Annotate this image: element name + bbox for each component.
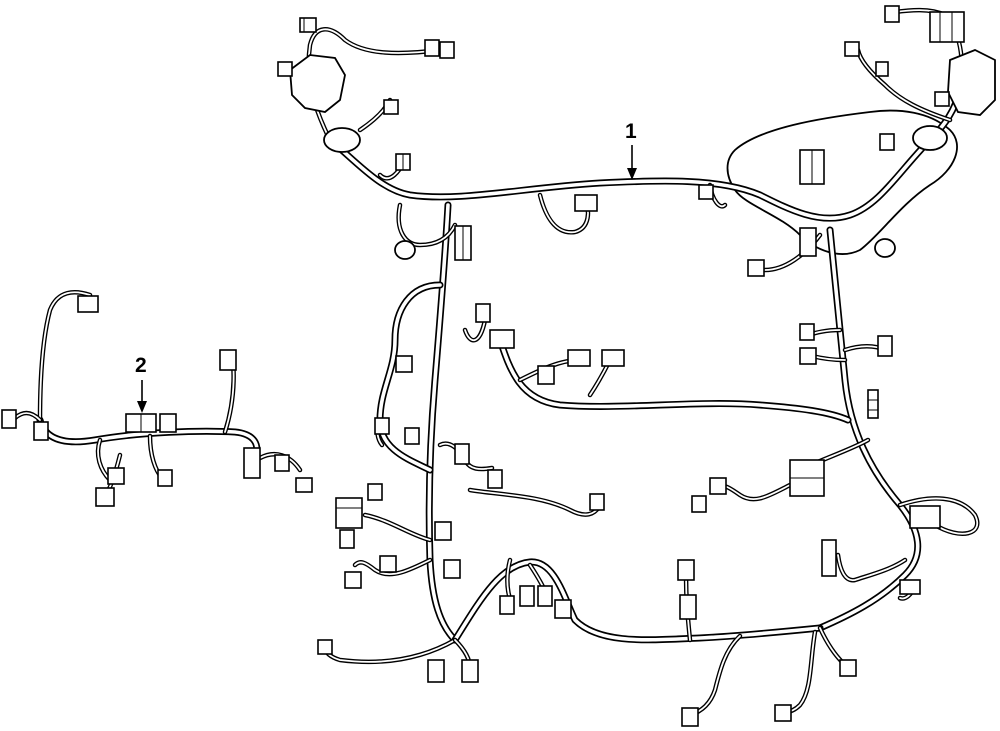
electrical-connector [499,595,515,615]
electrical-connector [427,659,445,683]
electrical-connector [677,559,695,581]
electrical-connector [691,495,707,513]
electrical-connector [395,153,411,171]
electrical-connector [875,61,889,77]
electrical-connector [434,521,452,541]
electrical-connector [125,413,157,433]
electrical-connector [929,11,965,43]
electrical-connector [475,303,491,323]
electrical-connector [344,571,362,589]
electrical-connector [601,349,625,367]
electrical-connector [439,41,455,59]
electrical-connector [299,17,317,33]
electrical-connector [681,707,699,727]
electrical-connector [537,365,555,385]
electrical-connector [243,447,261,479]
electrical-connector [574,194,598,212]
electrical-connector [335,497,363,529]
electrical-connector [383,99,399,115]
electrical-connector [899,579,921,595]
electrical-connector [159,413,177,433]
electrical-connector [461,659,479,683]
electrical-connector [277,61,293,77]
harness-junction-block [726,109,958,255]
electrical-connector [537,585,553,607]
electrical-connector [877,335,893,357]
grommet [912,125,948,151]
harness-trunk [326,86,964,644]
electrical-connector [487,469,503,489]
electrical-connector [379,555,397,573]
electrical-connector [219,349,237,371]
electrical-connector [698,184,714,200]
electrical-connector [374,417,390,435]
electrical-connector [709,477,727,495]
electrical-connector [424,39,440,57]
harness-connectors [277,5,965,727]
electrical-connector [1,409,17,429]
electrical-connector [567,349,591,367]
electrical-connector [295,477,313,493]
electrical-connector [443,559,461,579]
electrical-connector [395,355,413,373]
electrical-connector [789,459,825,497]
electrical-connector [367,483,383,501]
grommet [323,127,361,153]
electrical-connector [157,469,173,487]
electrical-connector [839,659,857,677]
electrical-connector [774,704,792,722]
callout-label: 1 [625,120,637,143]
electrical-connector [339,529,355,549]
electrical-connector [454,443,470,465]
electrical-connector [554,599,572,619]
electrical-connector [77,295,99,313]
electrical-connector [33,421,49,441]
electrical-connector [589,493,605,511]
electrical-connector [519,585,535,607]
electrical-connector [95,487,115,507]
sub-wiring-harness[interactable] [1,290,313,507]
electrical-connector [799,149,825,185]
electrical-connector [844,41,860,57]
electrical-connector [799,347,817,365]
electrical-connector [454,225,472,261]
electrical-connector [404,427,420,445]
callout-label: 2 [135,354,147,377]
callout-arrowhead [627,168,637,180]
electrical-connector [679,594,697,620]
callout-arrowhead [137,401,147,413]
callout-2: 2 [135,354,147,413]
electrical-connector [879,133,895,151]
electrical-connector [884,5,900,23]
electrical-connector [107,467,125,485]
electrical-connector [747,259,765,277]
electrical-connector [274,454,290,472]
harness-component-cluster [947,49,996,116]
electrical-connector [909,505,941,529]
harness-component-cluster [289,54,346,113]
electrical-connector [867,389,879,419]
grommet [394,240,416,260]
callout-1: 1 [625,120,637,180]
electrical-connector [821,539,837,577]
electrical-connector [799,227,817,257]
grommet [874,238,896,258]
electrical-connector [489,329,515,349]
electrical-connector [934,91,950,107]
electrical-connector [317,639,333,655]
sub-harness-connectors [1,295,313,507]
electrical-connector [799,323,815,341]
engine-wiring-harness[interactable] [277,5,996,727]
